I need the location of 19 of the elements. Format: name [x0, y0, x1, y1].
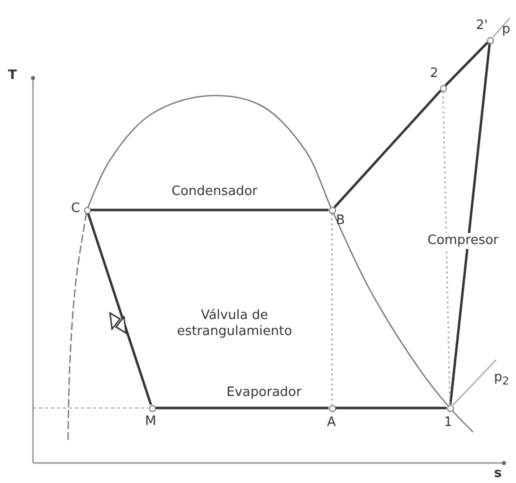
- point-label: B: [336, 213, 345, 228]
- process-line: [444, 42, 488, 86]
- point-label: 2: [430, 66, 438, 81]
- axis-label: T: [8, 68, 17, 83]
- point-label: A: [327, 415, 336, 430]
- process-line: [156, 406, 328, 410]
- point-label: C: [71, 201, 80, 216]
- point-label: 1: [444, 415, 452, 430]
- dotted-projection-line: [442, 91, 451, 405]
- point-label: 2': [476, 18, 488, 33]
- process-line: [90, 208, 328, 212]
- process-line: [336, 406, 446, 410]
- axis-label: p: [502, 22, 510, 37]
- dotted-projection-line: [331, 214, 333, 404]
- process-line: [449, 43, 491, 405]
- axis-label: s: [494, 466, 502, 481]
- point-label: M: [145, 414, 156, 429]
- axis-label: p$_{2}$: [494, 370, 510, 389]
- process-line: [86, 212, 152, 406]
